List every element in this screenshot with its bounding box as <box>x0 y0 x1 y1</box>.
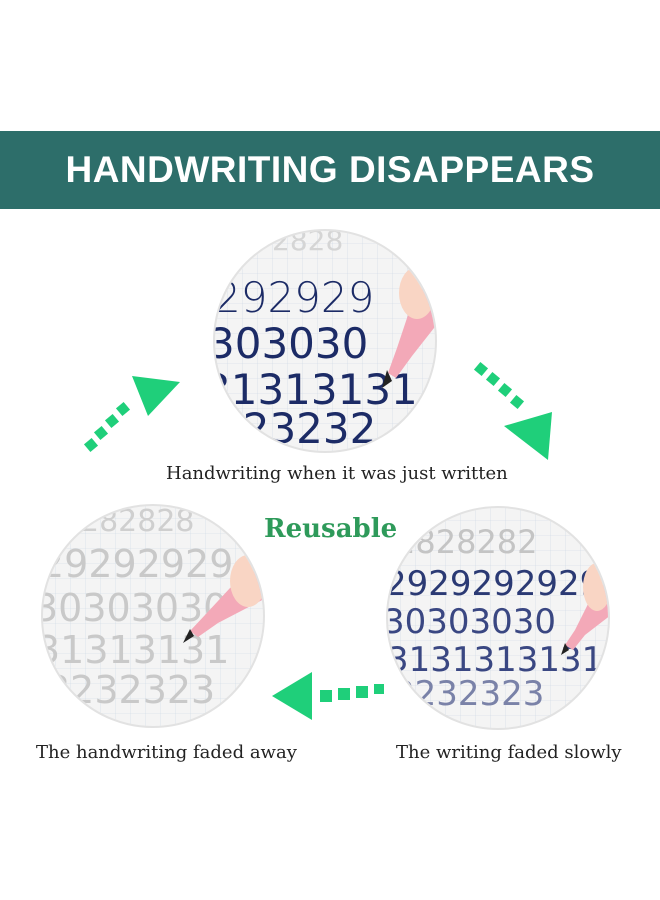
practice-row: 282828 <box>80 504 195 539</box>
title-banner: HANDWRITING DISAPPEARS <box>0 131 660 209</box>
caption-fading: The writing faded slowly <box>396 742 622 763</box>
disc-fading-writing: 2828282 2929292929 30303030 3131313131 3… <box>385 506 610 730</box>
practice-row: 303030 <box>212 319 368 368</box>
practice-row: 31313131 <box>212 365 418 414</box>
caption-faded: The handwriting faded away <box>36 742 297 763</box>
caption-fresh: Handwriting when it was just written <box>166 463 508 484</box>
reusable-label: Reusable <box>264 514 398 544</box>
disc-fresh-writing: 2828 292929 303030 31313131 323232 <box>212 229 437 453</box>
cycle-arrow-icon <box>83 376 180 453</box>
practice-row: 29292929 <box>40 542 233 586</box>
practice-row: 3232323 <box>393 674 544 714</box>
banner-title: HANDWRITING DISAPPEARS <box>65 149 595 190</box>
practice-row: 292929 <box>214 273 374 322</box>
practice-row: 30303030 <box>385 602 556 642</box>
cycle-arrow-icon <box>473 361 552 460</box>
practice-row: 30303030 <box>40 586 227 630</box>
practice-row: 3131313131 <box>387 640 603 680</box>
cycle-arrow-icon <box>272 672 384 720</box>
practice-row: 2929292929 <box>385 564 601 604</box>
disc-faded-writing: 282828 29292929 30303030 31313131 323232… <box>40 504 265 728</box>
